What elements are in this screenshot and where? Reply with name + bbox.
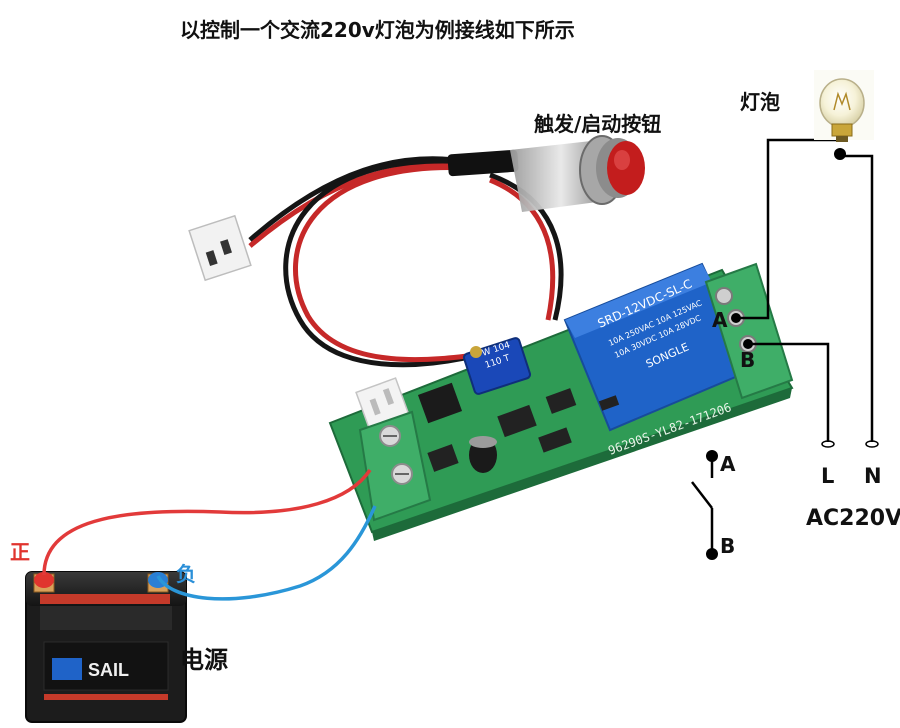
cable-connector: [188, 214, 252, 282]
positive-label: 正: [10, 540, 30, 564]
switch-b-label: B: [720, 534, 736, 558]
switch-symbol: [691, 452, 714, 556]
ac-supply-label: AC220V: [806, 506, 900, 531]
switch-contacts: [706, 450, 718, 560]
switch-a-label: A: [720, 452, 736, 476]
page-title: 以控制一个交流220v灯泡为例接线如下所示: [180, 18, 575, 42]
line-n-label: N: [864, 464, 882, 488]
push-button[interactable]: [510, 135, 645, 212]
power-source-label: 电源: [180, 646, 228, 674]
battery-brand: SAIL: [88, 660, 129, 680]
terminal-a-label: A: [712, 308, 728, 332]
output-terminal-block: [704, 262, 794, 400]
pcb-components: [417, 382, 620, 473]
line-l-label: L: [821, 464, 835, 488]
trigger-button-label: 触发/启动按钮: [534, 112, 662, 136]
trigger-cable: [248, 149, 564, 368]
light-bulb-icon: [814, 70, 874, 142]
battery: SAIL: [25, 571, 187, 723]
negative-label: 负: [176, 562, 196, 586]
terminal-b-label: B: [740, 348, 756, 372]
input-terminal-block: [358, 410, 432, 522]
l-n-terminals: [821, 440, 879, 448]
power-wires: [42, 469, 377, 601]
bulb-label: 灯泡: [740, 90, 780, 114]
ac-wiring: [736, 138, 874, 442]
ac-terminal-dots: [731, 148, 846, 349]
